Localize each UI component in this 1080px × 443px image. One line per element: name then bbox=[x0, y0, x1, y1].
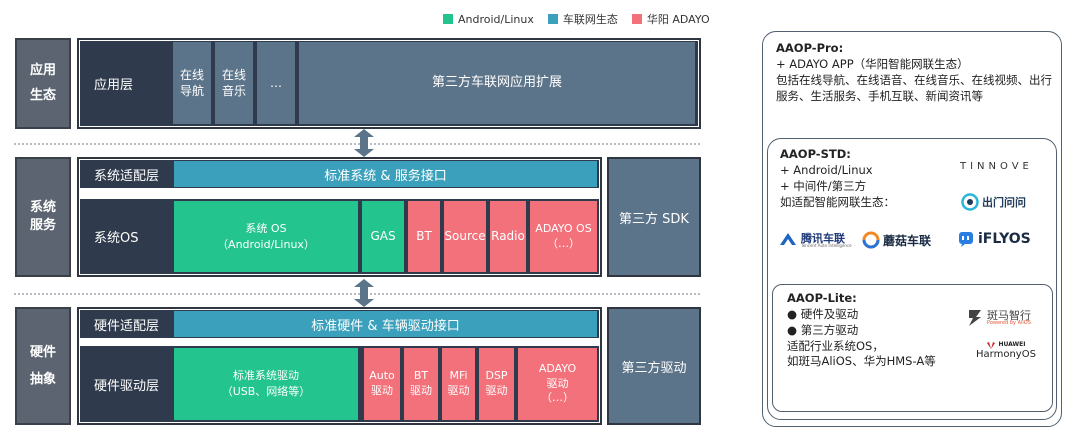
hardware-driver-main: 标准系统驱动 （USB、网络等） bbox=[174, 348, 358, 420]
legend-label-adayo: 华阳 ADAYO bbox=[646, 13, 710, 26]
hardware-module-adayo: ADAYO 驱动 （…） bbox=[518, 348, 597, 420]
app-module-music: 在线 音乐 bbox=[215, 42, 253, 124]
chumen-icon bbox=[961, 193, 979, 211]
system-os-name: 系统OS bbox=[94, 231, 139, 246]
banma-logo: 斑马智行 Powered by AliOS bbox=[966, 308, 1031, 328]
legend-label-android: Android/Linux bbox=[458, 12, 534, 26]
legend: Android/Linux 车联网生态 华阳 ADAYO bbox=[443, 11, 710, 27]
legend-item-android: Android/Linux bbox=[443, 13, 534, 26]
aaop-pro-line2: 包括在线导航、在线语音、在线音乐、在线视频、出行服务、生活服务、手机互联、新闻资… bbox=[776, 72, 1052, 103]
system-module-radio: Radio bbox=[490, 201, 526, 272]
side-label-system-line2: 服务 bbox=[29, 218, 56, 233]
aaop-lite-text: AAOP-Lite: ● 硬件及驱动 ● 第三方驱动 适配行业系统OS， 如斑马… bbox=[787, 291, 967, 370]
iflyos-logo: iFLYOS bbox=[958, 231, 1031, 247]
system-gas: GAS bbox=[362, 201, 404, 272]
hardware-adapt-interface: 标准硬件 & 车辆驱动接口 bbox=[174, 311, 597, 337]
system-os-main: 系统 OS （Android/Linux） bbox=[174, 201, 358, 272]
third-party-sdk: 第三方 SDK bbox=[607, 157, 701, 277]
iflyos-icon bbox=[959, 232, 973, 247]
huawei-label: HUAWEI bbox=[998, 340, 1026, 348]
aaop-lite-title: AAOP-Lite: bbox=[787, 291, 857, 305]
side-label-system: 系统 服务 bbox=[15, 157, 71, 277]
hardware-module-dsp: DSP 驱动 bbox=[479, 348, 514, 420]
third-party-driver: 第三方驱动 bbox=[607, 307, 701, 425]
aaop-lite-line4: 如斑马AliOS、华为HMS-A等 bbox=[787, 354, 936, 369]
app-layer-name: 应用层 bbox=[94, 78, 134, 93]
hardware-module-mfi: MFi 驱动 bbox=[442, 348, 475, 420]
side-label-hardware-line2: 抽象 bbox=[29, 372, 56, 387]
aaop-pro-line1: + ADAYO APP（华阳智能网联生态） bbox=[776, 56, 969, 71]
tencent-logo: 腾讯车联 Tencent Auto Intelligence bbox=[778, 231, 852, 249]
iflyos-label: iFLYOS bbox=[978, 231, 1031, 247]
chumen-label: 出门问问 bbox=[982, 196, 1026, 209]
harmonyos-label: HarmonyOS bbox=[976, 349, 1036, 360]
side-label-app: 应用 生态 bbox=[15, 38, 71, 129]
hardware-module-auto: Auto 驱动 bbox=[364, 348, 400, 420]
side-label-system-line1: 系统 bbox=[29, 199, 56, 215]
legend-label-iov: 车联网生态 bbox=[562, 13, 618, 26]
double-arrow-icon bbox=[354, 279, 374, 307]
legend-item-iov: 车联网生态 bbox=[547, 11, 618, 27]
aaop-std-line1: + Android/Linux bbox=[780, 162, 873, 177]
app-module-ellipsis: … bbox=[257, 42, 295, 124]
hardware-adapt-name: 硬件适配层 bbox=[94, 318, 160, 334]
legend-swatch-teal bbox=[547, 14, 558, 24]
legend-swatch-red bbox=[631, 14, 642, 24]
aaop-lite-panel bbox=[772, 284, 1053, 412]
mogu-icon bbox=[862, 231, 880, 249]
legend-item-adayo: 华阳 ADAYO bbox=[631, 11, 710, 27]
side-label-app-line1: 应用 bbox=[29, 62, 56, 78]
tencent-label: 腾讯车联 bbox=[801, 231, 845, 245]
app-module-navigation: 在线 导航 bbox=[173, 42, 211, 124]
side-label-hardware: 硬件 抽象 bbox=[15, 307, 71, 425]
huawei-logo: HUAWEI HarmonyOS bbox=[976, 341, 1036, 360]
side-label-hardware-line1: 硬件 bbox=[29, 344, 56, 360]
separator-system-hardware bbox=[14, 293, 700, 295]
app-third-party-extension: 第三方车联网应用扩展 bbox=[299, 42, 695, 124]
aaop-std-title: AAOP-STD: bbox=[780, 147, 851, 161]
aaop-lite-line2: ● 第三方驱动 bbox=[787, 322, 859, 337]
hardware-module-bt: BT 驱动 bbox=[404, 348, 438, 420]
hardware-driver-name: 硬件驱动层 bbox=[94, 378, 160, 394]
huawei-petal-icon bbox=[987, 341, 996, 349]
system-adapt-interface: 标准系统 & 服务接口 bbox=[174, 161, 597, 187]
mogu-label: 蘑菇车联 bbox=[883, 233, 932, 248]
banma-sublabel: Powered by AliOS bbox=[987, 320, 1031, 327]
separator-app-system bbox=[14, 143, 700, 145]
aaop-lite-line3: 适配行业系统OS， bbox=[787, 338, 884, 353]
banma-label: 斑马智行 bbox=[987, 308, 1031, 322]
system-adapt-name: 系统适配层 bbox=[94, 168, 160, 184]
system-module-source: Source bbox=[444, 201, 486, 272]
aaop-std-text: AAOP-STD: + Android/Linux + 中间件/第三方 如适配智… bbox=[780, 147, 950, 210]
mogu-logo: 蘑菇车联 bbox=[862, 231, 931, 249]
tinnove-logo: TINNOVE bbox=[960, 161, 1033, 172]
aaop-pro-title: AAOP-Pro: bbox=[776, 41, 844, 55]
side-label-app-line2: 生态 bbox=[29, 87, 56, 103]
tencent-icon bbox=[780, 233, 796, 245]
aaop-std-line3: 如适配智能网联生态： bbox=[780, 194, 895, 209]
legend-swatch-green bbox=[443, 14, 453, 24]
aaop-std-line2: + 中间件/第三方 bbox=[780, 178, 867, 193]
tencent-sublabel: Tencent Auto Intelligence bbox=[801, 242, 852, 248]
double-arrow-icon bbox=[354, 129, 374, 157]
aaop-lite-line1: ● 硬件及驱动 bbox=[787, 306, 859, 321]
system-module-bt: BT bbox=[408, 201, 440, 272]
system-module-adayo-os: ADAYO OS （…） bbox=[530, 201, 597, 272]
aaop-pro-text: AAOP-Pro: + ADAYO APP（华阳智能网联生态） 包括在线导航、在… bbox=[776, 41, 1056, 104]
banma-icon bbox=[969, 310, 981, 326]
chumen-logo: 出门问问 bbox=[961, 193, 1026, 211]
